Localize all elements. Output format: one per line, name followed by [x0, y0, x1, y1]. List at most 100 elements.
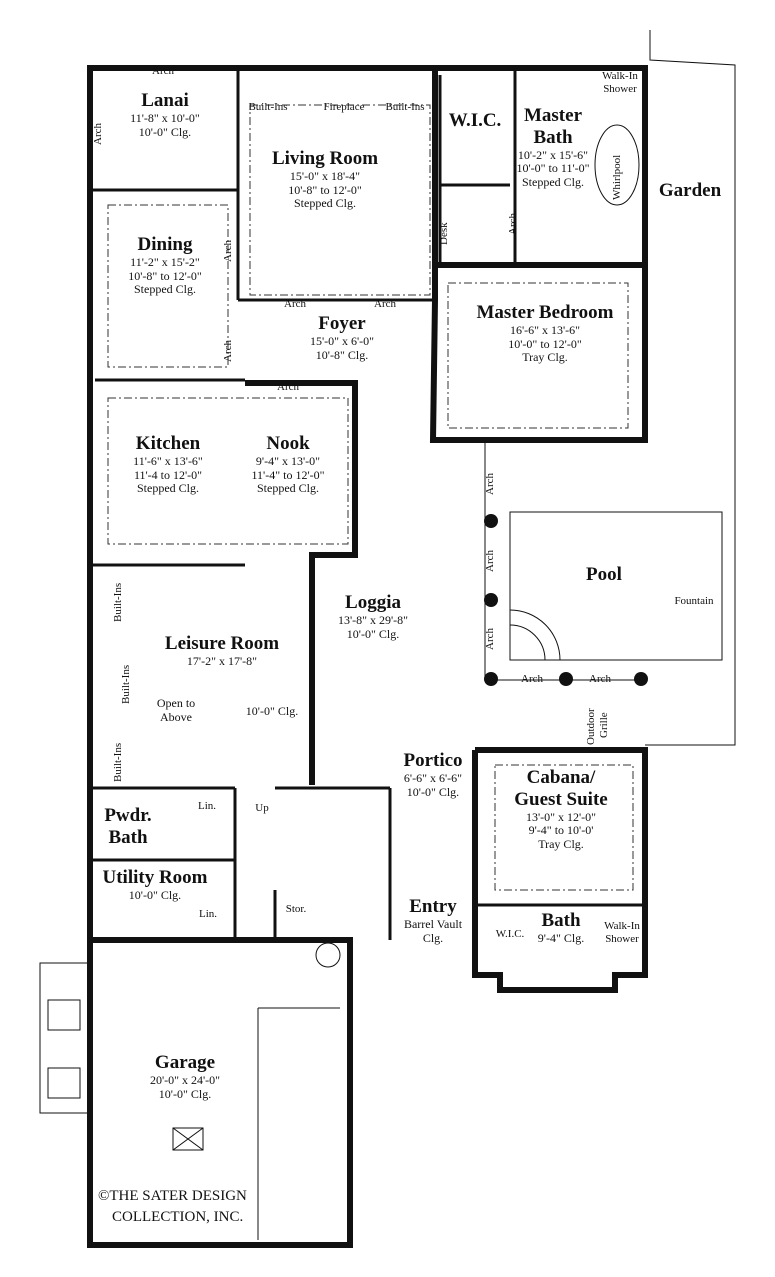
fountain-label: Fountain — [674, 595, 714, 607]
room-ceiling: 10'-0" Clg. — [158, 1086, 212, 1101]
room-size: 13'-0" x 12'-0" — [525, 809, 597, 824]
copyright-line: ©THE SATER DESIGN — [98, 1188, 247, 1204]
arch-label: Arch — [589, 673, 611, 685]
room-name: Master Bedroom — [476, 302, 614, 323]
room-ceiling: 10'-0" Clg. — [346, 626, 400, 641]
built-ins-label: Built-Ins — [120, 664, 132, 704]
arch-label: Arch — [484, 628, 496, 650]
room-name: Leisure Room — [164, 633, 280, 654]
room-ceiling: 10'-0" to 11'-0" — [516, 161, 590, 176]
room-name: Garage — [154, 1052, 216, 1073]
room-wic: W.I.C. — [449, 110, 502, 132]
guest-shower-label: Walk-In Shower — [604, 920, 640, 945]
room-ceiling: 10'-0" Clg. — [128, 887, 182, 902]
room-ceiling-type: Stepped Clg. — [136, 481, 199, 496]
room-size: 10'-2" x 15'-6" — [517, 147, 589, 162]
outdoor-grille-label-2: Grille — [598, 712, 610, 738]
whirlpool-label: Whirlpool — [611, 154, 623, 200]
room-ceiling: 10'-0" Clg. — [138, 124, 192, 139]
room-name: Lanai — [141, 90, 189, 111]
pool-columns — [484, 514, 648, 686]
arch-label: Arch — [277, 381, 299, 393]
room-name: Pool — [586, 564, 622, 585]
room-size: 20'-0" x 24'-0" — [149, 1072, 221, 1087]
wall-cabana — [472, 747, 648, 993]
room-name: Dining — [137, 234, 193, 255]
room-ceiling: Barrel Vault — [403, 916, 463, 931]
arch-label: Arch — [507, 213, 519, 235]
copyright-line: COLLECTION, INC. — [112, 1209, 244, 1225]
room-size: 13'-8" x 29'-8" — [337, 612, 409, 627]
room-pool: Pool — [586, 564, 622, 586]
outline-lines — [39, 30, 736, 1240]
note-line: Open to — [156, 696, 196, 710]
room-name: Foyer — [318, 313, 366, 334]
room-ceiling-type: Stepped Clg. — [256, 481, 319, 496]
room-nook: Nook 9'-4" x 13'-0" 11'-4" to 12'-0" Ste… — [251, 433, 324, 496]
arch-label: Arch — [521, 673, 543, 685]
arch-label: Arch — [284, 298, 306, 310]
label-line: Shower — [605, 932, 639, 945]
storage-label: Stor. — [285, 903, 307, 915]
arch-label: Arch — [484, 550, 496, 572]
room-size: 11'-8" x 10'-0" — [130, 110, 200, 125]
room-size: 11'-6" x 13'-6" — [133, 453, 203, 468]
arch-label: Arch — [374, 298, 396, 310]
room-garage: Garage 20'-0" x 24'-0" 10'-0" Clg. — [150, 1052, 220, 1101]
room-powder-bath: Pwdr. Bath — [104, 805, 151, 849]
built-ins-label: Built-Ins — [385, 101, 425, 113]
room-portico: Portico 6'-6" x 6'-6" 10'-0" Clg. — [403, 750, 462, 799]
room-name: Kitchen — [135, 433, 201, 454]
room-ceiling: 9'-4" to 10'-0' — [528, 823, 594, 838]
room-name: Pwdr. — [104, 805, 152, 826]
label-line: Walk-In — [604, 920, 640, 932]
room-size: 9'-4" x 13'-0" — [255, 453, 321, 468]
garden-label: Garden — [659, 180, 721, 202]
room-master-bedroom: Master Bedroom 16'-6" x 13'-6" 10'-0" to… — [476, 302, 613, 365]
room-name: Entry — [409, 896, 457, 917]
room-ceiling-type: Tray Clg. — [522, 350, 568, 365]
room-cabana: Cabana/ Guest Suite 13'-0" x 12'-0" 9'-4… — [514, 767, 607, 852]
room-name: Cabana/ — [526, 767, 596, 788]
room-size: 15'-0" x 6'-0" — [309, 333, 375, 348]
room-name-line-2: Guest Suite — [514, 788, 608, 810]
room-lanai: Lanai 11'-8" x 10'-0" 10'-0" Clg. — [130, 90, 200, 139]
room-size: 17'-2" x 17'-8" — [186, 653, 258, 668]
room-name: Portico — [403, 750, 463, 771]
leisure-open-note: Open to Above — [156, 696, 196, 725]
room-kitchen: Kitchen 11'-6" x 13'-6" 11'-4 to 12'-0" … — [133, 433, 203, 496]
leisure-ceiling: 10'-0" Clg. — [245, 704, 299, 718]
room-leisure: Leisure Room 17'-2" x 17'-8" — [165, 633, 279, 669]
ceiling-lines — [107, 104, 634, 891]
room-guest-bath: Bath 9'-4" Clg. — [538, 910, 584, 946]
room-ceiling: 11'-4 to 12'-0" — [133, 467, 203, 482]
room-living: Living Room 15'-0" x 18'-4" 10'-8" to 12… — [272, 148, 378, 211]
desk-label: Desk — [438, 222, 450, 245]
room-dining: Dining 11'-2" x 15'-2" 10'-8" to 12'-0" … — [128, 234, 201, 297]
label-line: Shower — [603, 82, 637, 95]
arch-label: Arch — [222, 340, 234, 362]
wall-master — [433, 65, 648, 268]
room-foyer: Foyer 15'-0" x 6'-0" 10'-8" Clg. — [310, 313, 374, 362]
guest-wic-label: W.I.C. — [495, 928, 525, 940]
built-ins-label: Built-Ins — [112, 742, 124, 782]
stair-up-label: Up — [255, 802, 269, 814]
walk-in-shower-label: Walk-In Shower — [602, 70, 638, 95]
note-line: Above — [159, 709, 192, 724]
room-ceiling: 10'-0" Clg. — [406, 784, 460, 799]
room-ceiling-type: Tray Clg. — [538, 837, 584, 852]
room-entry: Entry Barrel Vault Clg. — [404, 896, 462, 945]
room-ceiling-type: Stepped Clg. — [521, 175, 584, 190]
wall-kitchen — [245, 380, 358, 785]
room-ceiling: 10'-8" Clg. — [315, 347, 369, 362]
room-size: 11'-2" x 15'-2" — [130, 254, 200, 269]
room-ceiling-type: Stepped Clg. — [293, 196, 356, 211]
linen-label: Lin. — [197, 800, 217, 812]
arch-label: Arch — [222, 240, 234, 262]
room-utility: Utility Room 10'-0" Clg. — [102, 867, 207, 903]
built-ins-label: Built-Ins — [112, 582, 124, 622]
room-name-line-2: Bath — [108, 826, 148, 848]
room-ceiling: 10'-8" to 12'-0" — [288, 182, 362, 197]
